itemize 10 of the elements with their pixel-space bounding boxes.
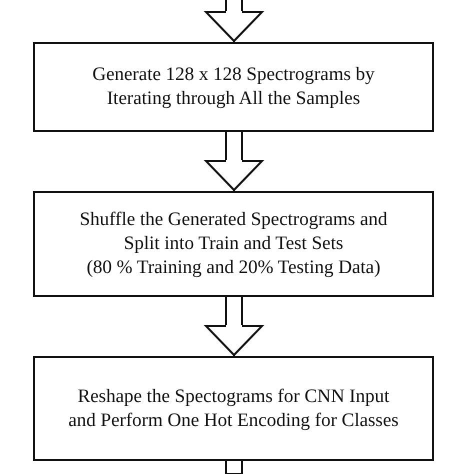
process-box xyxy=(33,42,434,132)
block-arrow xyxy=(205,296,263,357)
step-text: Shuffle the Generated Spectrograms and Split into Train and Test Sets xyxy=(78,208,388,256)
process-box xyxy=(33,191,434,297)
block-arrow xyxy=(205,131,263,192)
step-text: (80 % Training and 20% Testing Data) xyxy=(86,256,382,280)
step-text: Generate 128 x 128 Spectrograms by Iterating through All the Samples xyxy=(91,63,376,111)
block-arrow xyxy=(205,0,263,43)
process-box xyxy=(33,356,434,461)
step-text: Reshape the Spectograms for CNN Input and Perform One Hot Encoding for Classes xyxy=(67,384,400,432)
